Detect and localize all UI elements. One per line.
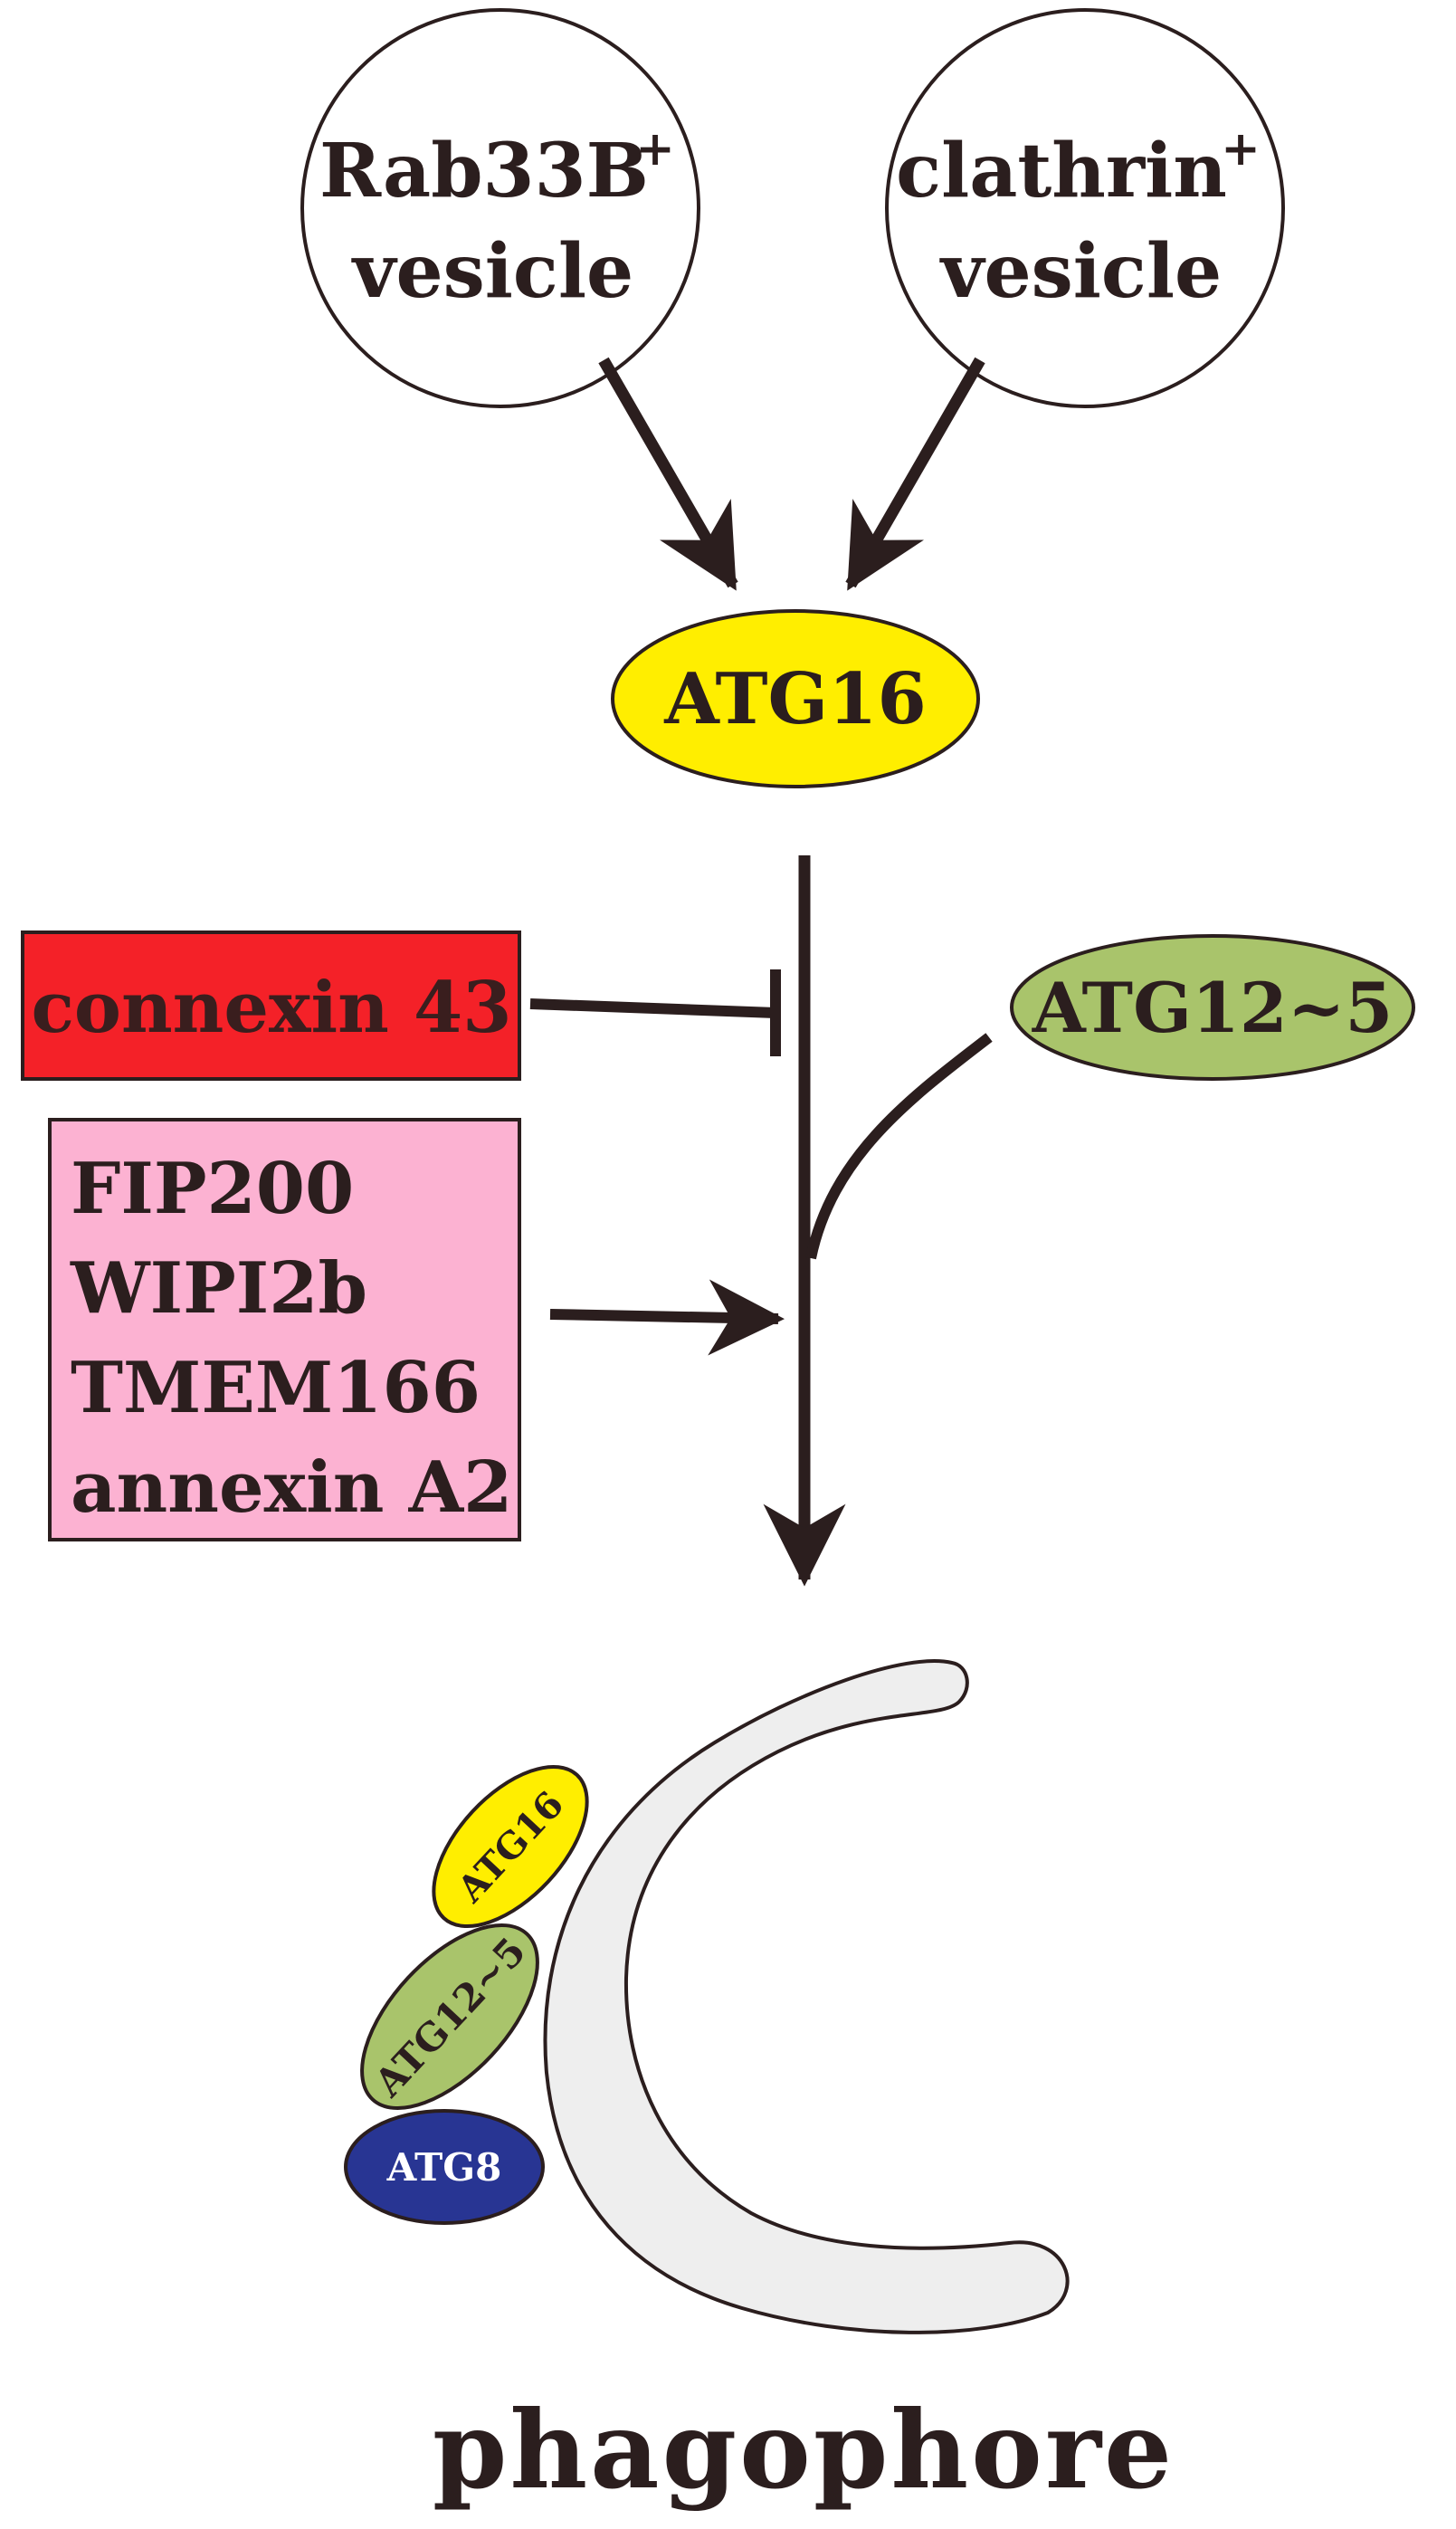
atg12-5-join-curve bbox=[805, 1033, 993, 1260]
activation-arrow bbox=[549, 1279, 785, 1356]
rab33b-name: Rab33B bbox=[319, 128, 649, 215]
phagophore-label: phagophore bbox=[433, 2387, 1175, 2513]
clathrin-vesicle-label: vesicle bbox=[939, 228, 1222, 315]
atg16-label: ATG16 bbox=[663, 658, 926, 740]
clathrin-name: clathrin bbox=[896, 128, 1227, 215]
activator-fip200: FIP200 bbox=[71, 1148, 354, 1230]
activator-wipi2b: WIPI2b bbox=[70, 1247, 367, 1330]
atg8-oval: ATG8 bbox=[344, 2109, 545, 2225]
rab33b-to-atg16-arrow bbox=[598, 357, 738, 591]
connexin43-shape bbox=[21, 930, 521, 1081]
activator-tmem166: TMEM166 bbox=[71, 1347, 481, 1429]
atg16-complex-shape bbox=[432, 1764, 589, 1929]
clathrin-vesicle: clathrin + vesicle bbox=[885, 8, 1285, 408]
inhibition-line bbox=[529, 998, 776, 1018]
atg16-shape bbox=[611, 609, 980, 788]
atg12-5-complex-shape bbox=[360, 1923, 539, 2111]
clathrin-to-atg16-arrow bbox=[845, 357, 985, 591]
activator-annexin-a2: annexin A2 bbox=[71, 1446, 512, 1529]
atg12-5-complex-oval: ATG12~5 bbox=[360, 1923, 539, 2111]
activators-shape bbox=[48, 1118, 521, 1541]
atg12-5-label: ATG12~5 bbox=[1032, 968, 1394, 1048]
connexin43-label: connexin 43 bbox=[31, 967, 511, 1049]
rab33b-vesicle-label: vesicle bbox=[351, 228, 633, 315]
atg16-oval: ATG16 bbox=[611, 609, 980, 788]
clathrin-plus-sign: + bbox=[1221, 121, 1261, 177]
atg12-5-shape bbox=[1010, 934, 1415, 1081]
activators-box: FIP200 WIPI2b TMEM166 annexin A2 bbox=[48, 1118, 521, 1541]
atg12-5-oval: ATG12~5 bbox=[1010, 934, 1415, 1081]
atg8-label: ATG8 bbox=[386, 2145, 502, 2190]
phagophore-membrane bbox=[543, 1659, 1070, 2334]
connexin43-box: connexin 43 bbox=[21, 930, 521, 1081]
rab33b-vesicle: Rab33B + vesicle bbox=[300, 8, 700, 408]
atg8-shape bbox=[344, 2109, 545, 2225]
rab33b-plus-sign: + bbox=[635, 121, 675, 177]
